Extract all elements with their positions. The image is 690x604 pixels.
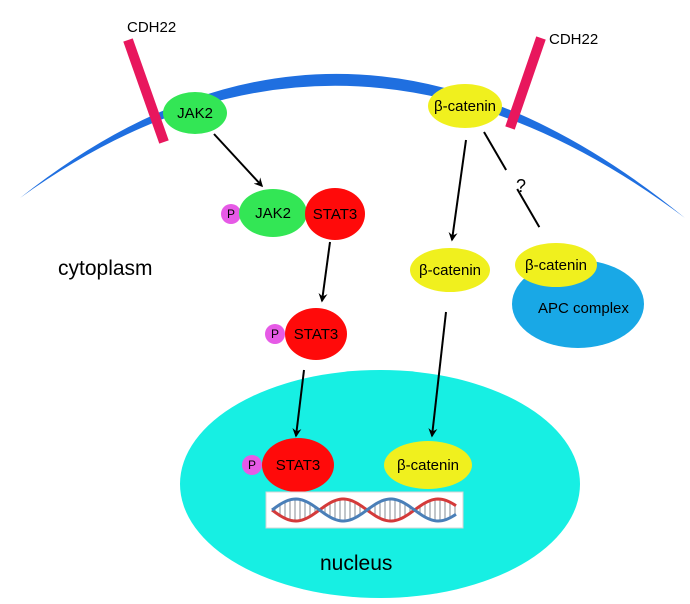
catenin-apc-node (515, 243, 597, 287)
stat3-nuclear-node (262, 438, 334, 492)
stat3-complex-label: STAT3 (313, 206, 357, 223)
cytoplasm-label: cytoplasm (58, 257, 153, 280)
cdh22-left-label: CDH22 (127, 19, 176, 36)
phospho-icon-stat3 (265, 324, 285, 344)
catenin-membrane-node (428, 84, 502, 128)
arrow-stat3-phosphorylation (318, 241, 331, 303)
nucleus-label: nucleus (320, 552, 392, 575)
stat3-nuclear-label: STAT3 (276, 457, 320, 474)
stat3-phos-label: STAT3 (294, 326, 338, 343)
phospho-label-nuclear: P (248, 458, 256, 472)
phospho-icon-nuclear (242, 455, 262, 475)
dna-double-helix-icon (265, 491, 464, 529)
nucleus (180, 370, 580, 598)
phospho-label-complex: P (227, 207, 235, 221)
catenin-nuclear-label: β-catenin (397, 457, 459, 474)
dashed-link-catenin-apc (483, 131, 549, 243)
cdh22-receptor-right (505, 36, 546, 130)
arrow-catenin-nuclear-entry (428, 311, 447, 438)
catenin-apc-label: β-catenin (525, 257, 587, 274)
arrow-jak2-activation (213, 133, 264, 188)
cdh22-right-label: CDH22 (549, 31, 598, 48)
cdh22-receptor-left (123, 38, 169, 144)
stat3-complex-node (305, 188, 365, 240)
arrow-stat3-nuclear-entry (292, 369, 305, 438)
catenin-membrane-label: β-catenin (434, 98, 496, 115)
apc-complex-label: APC complex (538, 300, 629, 317)
unknown-link-question-mark: ? (516, 176, 526, 196)
phospho-label-stat3: P (271, 327, 279, 341)
catenin-cyto-label: β-catenin (419, 262, 481, 279)
catenin-cyto-node (410, 248, 490, 292)
stat3-phos-node (285, 308, 347, 360)
jak2-complex-label: JAK2 (255, 205, 291, 222)
jak2-membrane-label: JAK2 (177, 105, 213, 122)
jak2-membrane-node (163, 92, 227, 134)
arrow-catenin-release (448, 139, 467, 242)
catenin-nuclear-node (384, 441, 472, 489)
jak2-complex-node (239, 189, 307, 237)
phospho-icon-complex (221, 204, 241, 224)
